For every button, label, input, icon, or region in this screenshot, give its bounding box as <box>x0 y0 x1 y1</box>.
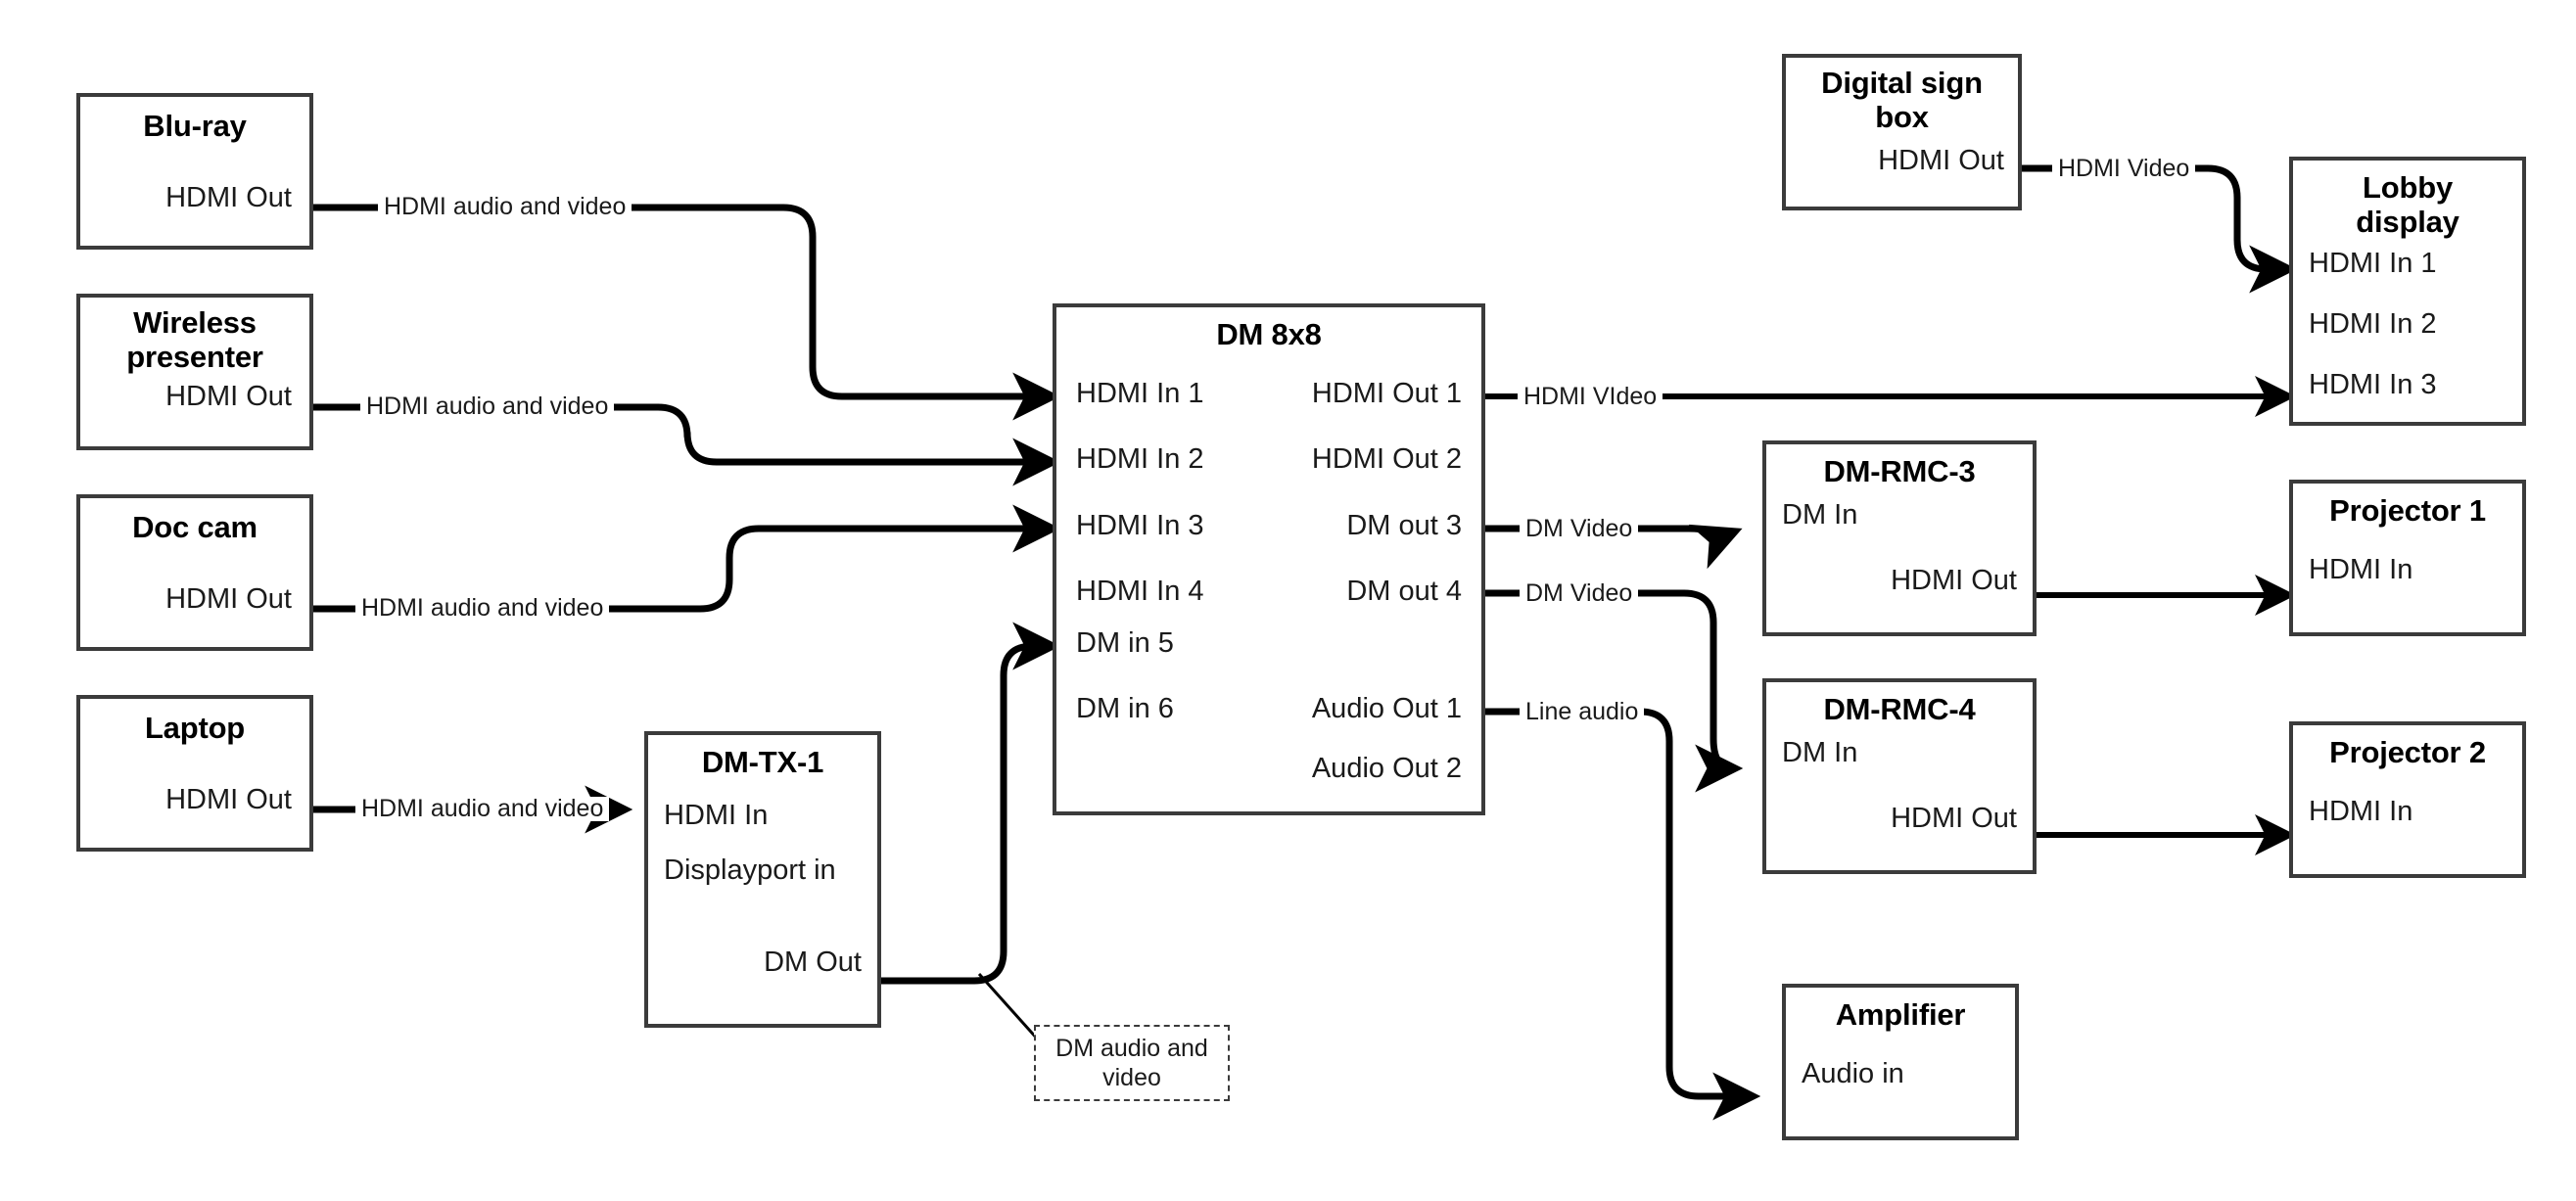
edge-label-audio1: Line audio <box>1520 700 1645 724</box>
port-dm-8x8-hdmi-in-1: HDMI In 1 <box>1076 378 1204 410</box>
spacer <box>98 413 292 437</box>
spacer <box>98 214 292 232</box>
callout-text: DM audio and video <box>1055 1035 1208 1091</box>
node-title-dm-8x8: DM 8x8 <box>1216 317 1322 351</box>
wire-dm8x8-to-dmrmc4 <box>1485 589 1744 793</box>
edge-label-doccam: HDMI audio and video <box>355 596 610 621</box>
spacer <box>1802 1032 1999 1059</box>
node-title-wireless-presenter: Wireless presenter <box>126 305 263 375</box>
node-title-projector-2: Projector 2 <box>2329 735 2486 769</box>
spacer <box>664 887 862 947</box>
node-dm-8x8[interactable]: DM 8x8 HDMI In 1 HDMI In 2 HDMI In 3 HDM… <box>1053 303 1485 815</box>
port-blu-ray-hdmi-out: HDMI Out <box>165 182 292 214</box>
spacer <box>2309 769 2506 797</box>
node-dm-rmc-3[interactable]: DM-RMC-3 DM In HDMI Out <box>1762 440 2037 636</box>
port-dm-rmc-3-hdmi-out: HDMI Out <box>1891 565 2017 597</box>
port-dm-tx-1-hdmi-in: HDMI In <box>664 800 769 832</box>
port-projector-1-hdmi-in: HDMI In <box>2309 554 2413 586</box>
port-amplifier-audio-in: Audio in <box>1802 1058 1904 1090</box>
port-dm-rmc-4-hdmi-out: HDMI Out <box>1891 803 2017 835</box>
node-dm-rmc-4[interactable]: DM-RMC-4 DM In HDMI Out <box>1762 678 2037 874</box>
node-projector-1[interactable]: Projector 1 HDMI In <box>2289 480 2526 636</box>
edge-label-hdmiout1: HDMI VIdeo <box>1518 385 1663 409</box>
node-dm-8x8-body: HDMI In 1 HDMI In 2 HDMI In 3 HDMI In 4 … <box>1056 351 1481 811</box>
spacer <box>98 745 292 785</box>
port-dm-8x8-dm-in-5: DM in 5 <box>1076 627 1174 660</box>
spacer <box>98 544 292 584</box>
port-dm-8x8-audio-out-1: Audio Out 1 <box>1311 693 1462 725</box>
port-lobby-display-hdmi-in-1: HDMI In 1 <box>2309 248 2437 280</box>
port-digital-sign-box-hdmi-out: HDMI Out <box>1878 145 2004 177</box>
edge-label-bluray: HDMI audio and video <box>378 195 632 219</box>
node-projector-2[interactable]: Projector 2 HDMI In <box>2289 721 2526 878</box>
port-doc-cam-hdmi-out: HDMI Out <box>165 583 292 616</box>
node-title-dm-tx-1: DM-TX-1 <box>701 745 824 779</box>
spacer <box>98 816 292 834</box>
port-dm-8x8-dm-out-4: DM out 4 <box>1346 576 1462 608</box>
node-title-blu-ray: Blu-ray <box>143 109 247 143</box>
spacer <box>1782 597 2017 619</box>
node-doc-cam[interactable]: Doc cam HDMI Out <box>76 494 313 651</box>
port-dm-8x8-dm-in-6: DM in 6 <box>1076 693 1174 725</box>
edge-label-dmout4: DM Video <box>1520 581 1639 606</box>
wire-dmtx1-to-dm8x8 <box>881 622 1061 985</box>
spacer <box>1800 177 2004 195</box>
port-dm-8x8-hdmi-out-1: HDMI Out 1 <box>1311 378 1462 410</box>
spacer <box>664 832 862 855</box>
node-title-doc-cam: Doc cam <box>132 510 258 544</box>
node-digital-sign-box[interactable]: Digital sign box HDMI Out <box>1782 54 2022 210</box>
port-dm-8x8-hdmi-in-4: HDMI In 4 <box>1076 576 1204 608</box>
port-dm-8x8-hdmi-out-2: HDMI Out 2 <box>1311 443 1462 476</box>
node-laptop[interactable]: Laptop HDMI Out <box>76 695 313 852</box>
spacer <box>1782 769 2017 804</box>
spacer <box>1782 835 2017 856</box>
node-wireless-presenter[interactable]: Wireless presenter HDMI Out <box>76 294 313 450</box>
edge-label-wireless: HDMI audio and video <box>360 394 615 419</box>
port-wireless-presenter-hdmi-out: HDMI Out <box>165 381 292 413</box>
spacer <box>2309 341 2506 370</box>
port-dm-8x8-hdmi-in-2: HDMI In 2 <box>1076 443 1204 476</box>
port-projector-2-hdmi-in: HDMI In <box>2309 796 2413 828</box>
port-lobby-display-hdmi-in-3: HDMI In 3 <box>2309 368 2437 400</box>
port-lobby-display-hdmi-in-2: HDMI In 2 <box>2309 307 2437 340</box>
edge-label-sign: HDMI Video <box>2052 157 2196 181</box>
node-title-digital-sign-box: Digital sign box <box>1821 66 1983 135</box>
port-dm-8x8-hdmi-in-3: HDMI In 3 <box>1076 510 1204 542</box>
callout-dm-audio-and-video: DM audio and video <box>1034 1025 1230 1101</box>
spacer <box>98 616 292 633</box>
spacer <box>2309 280 2506 309</box>
edge-label-laptop: HDMI audio and video <box>355 797 610 821</box>
node-title-projector-1: Projector 1 <box>2329 493 2486 528</box>
edge-label-dmout3: DM Video <box>1520 517 1639 541</box>
node-title-lobby-display: Lobby display <box>2356 170 2459 240</box>
node-title-dm-rmc-4: DM-RMC-4 <box>1823 692 1976 726</box>
callout-leader-line <box>977 972 1040 1041</box>
spacer <box>98 143 292 183</box>
port-dm-8x8-dm-out-3: DM out 3 <box>1346 510 1462 542</box>
node-title-dm-rmc-3: DM-RMC-3 <box>1823 454 1976 488</box>
wire-bluray-to-dm8x8 <box>313 204 1061 421</box>
node-title-laptop: Laptop <box>144 711 246 745</box>
port-dm-tx-1-dm-out: DM Out <box>764 947 862 979</box>
node-title-amplifier: Amplifier <box>1835 997 1966 1032</box>
port-dm-rmc-3-dm-in: DM In <box>1782 499 1858 531</box>
node-amplifier[interactable]: Amplifier Audio in <box>1782 984 2019 1140</box>
port-dm-tx-1-displayport-in: Displayport in <box>664 854 836 886</box>
spacer <box>664 979 862 1008</box>
node-blu-ray[interactable]: Blu-ray HDMI Out <box>76 93 313 250</box>
node-dm-tx-1[interactable]: DM-TX-1 HDMI In Displayport in DM Out <box>644 731 881 1028</box>
wire-sign-to-lobby <box>2022 164 2298 294</box>
spacer <box>1782 531 2017 566</box>
wire-dm8x8-to-amplifier <box>1485 708 1761 1121</box>
port-laptop-hdmi-out: HDMI Out <box>165 784 292 816</box>
port-dm-8x8-audio-out-2: Audio Out 2 <box>1311 753 1462 785</box>
spacer <box>2309 528 2506 555</box>
port-dm-rmc-4-dm-in: DM In <box>1782 737 1858 769</box>
spacer <box>664 779 862 801</box>
node-lobby-display[interactable]: Lobby display HDMI In 1 HDMI In 2 HDMI I… <box>2289 157 2526 426</box>
